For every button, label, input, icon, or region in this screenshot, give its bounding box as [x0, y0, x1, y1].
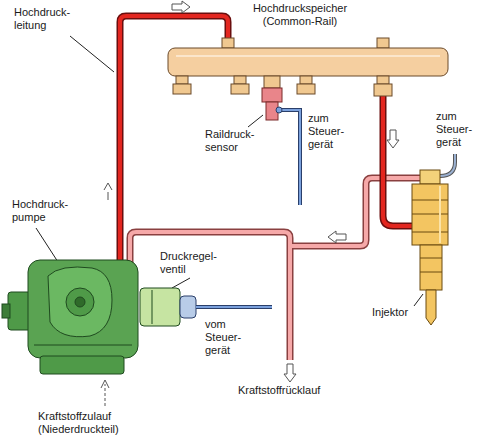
- return-line: [130, 178, 420, 360]
- supply-arrow: [101, 380, 109, 406]
- part-label: Hochdruck- pumpe: [12, 198, 68, 224]
- high-pressure-pump: [2, 260, 272, 374]
- part-label: Hochdruckspeicher (Common-Rail): [240, 2, 360, 28]
- injector: [412, 154, 455, 325]
- part-label: Hochdruck- leitung: [14, 6, 70, 32]
- part-label: Raildruck- sensor: [205, 128, 255, 154]
- part-label: zum Steuer- gerät: [436, 110, 472, 149]
- part-label: Kraftstoffzulauf (Niederdruckteil): [38, 410, 119, 436]
- part-label: Kraftstoffrücklauf: [238, 384, 320, 397]
- part-label: Druckregel- ventil: [160, 250, 217, 276]
- part-label: Injektor: [372, 306, 408, 319]
- part-label: vom Steuer- gerät: [205, 318, 241, 357]
- rail-pressure-sensor: [262, 76, 300, 205]
- part-label: zum Steuer- gerät: [308, 112, 344, 151]
- rail: [168, 38, 448, 96]
